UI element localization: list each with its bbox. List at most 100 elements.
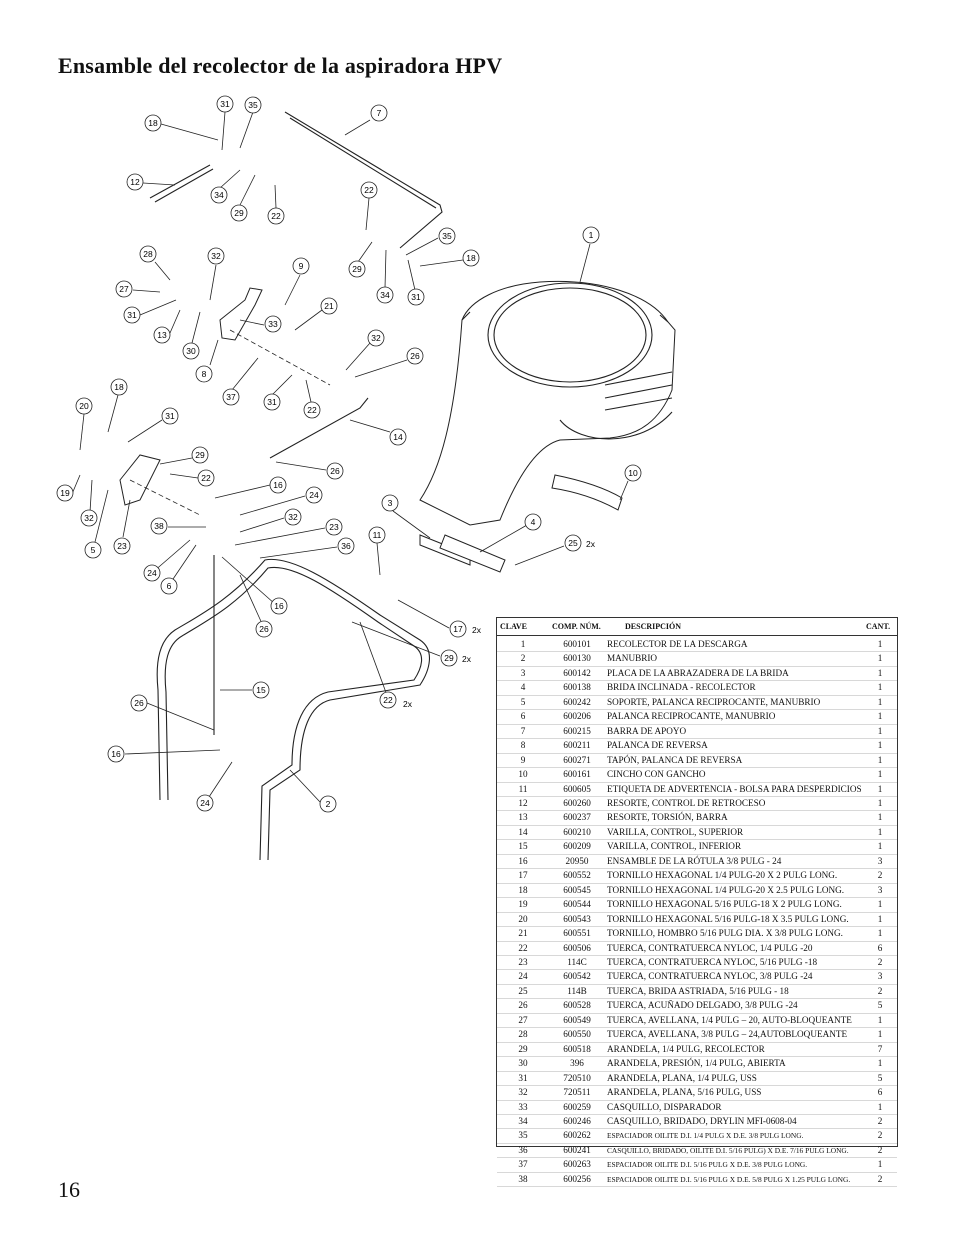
cell-key: 4 <box>497 680 549 696</box>
callout: 23 <box>117 541 127 551</box>
callout: 6 <box>167 581 172 591</box>
cell-quantity: 6 <box>863 941 897 956</box>
cell-quantity: 2 <box>863 1143 897 1159</box>
callout: 25 <box>568 538 578 548</box>
cell-part-number: 600545 <box>549 883 605 899</box>
cell-quantity: 3 <box>863 854 897 870</box>
cell-description: RESORTE, TORSIÓN, BARRA <box>605 810 863 826</box>
cell-part-number: 600551 <box>549 926 605 942</box>
cell-part-number: 600542 <box>549 969 605 985</box>
callout: 24 <box>309 490 319 500</box>
callout: 23 <box>329 522 339 532</box>
callout: 16 <box>273 480 283 490</box>
cell-quantity: 6 <box>863 1085 897 1101</box>
cell-description: ARANDELA, PLANA, 1/4 PULG, USS <box>605 1071 863 1087</box>
callout: 24 <box>200 798 210 808</box>
cell-key: 36 <box>497 1143 549 1159</box>
cell-description: TUERCA, BRIDA ASTRIADA, 5/16 PULG - 18 <box>605 984 863 1000</box>
cell-part-number: 600130 <box>549 651 605 667</box>
table-header-row: CLAVE COMP. NÚM. DESCRIPCIÓN CANT. <box>497 618 897 636</box>
callout: 22 <box>271 211 281 221</box>
cell-description: CINCHO CON GANCHO <box>605 767 863 783</box>
cell-description: PALANCA DE REVERSA <box>605 738 863 754</box>
cell-part-number: 600544 <box>549 897 605 913</box>
cell-description: CASQUILLO, BRIDADO, DRYLIN MFI-0608-04 <box>605 1114 863 1130</box>
cell-description: TORNILLO HEXAGONAL 5/16 PULG-18 X 2 PULG… <box>605 897 863 913</box>
callout: 10 <box>628 468 638 478</box>
callout: 32 <box>288 512 298 522</box>
callout: 32 <box>211 251 221 261</box>
cell-description: BARRA DE APOYO <box>605 724 863 740</box>
cell-key: 26 <box>497 998 549 1014</box>
cell-description: ESPACIADOR OILITE D.I. 5/16 PULG X D.E. … <box>605 1172 863 1188</box>
cell-part-number: 114B <box>549 984 605 1000</box>
cell-description: TUERCA, AVELLANA, 1/4 PULG – 20, AUTO-BL… <box>605 1013 863 1029</box>
callout: 16 <box>274 601 284 611</box>
callout: 35 <box>248 100 258 110</box>
cell-part-number: 600138 <box>549 680 605 696</box>
cell-key: 10 <box>497 767 549 783</box>
callout: 17 <box>453 624 463 634</box>
cell-key: 35 <box>497 1128 549 1144</box>
callout: 34 <box>214 190 224 200</box>
cell-description: TUERCA, ACUÑADO DELGADO, 3/8 PULG -24 <box>605 998 863 1014</box>
cell-key: 22 <box>497 941 549 956</box>
cell-quantity: 2 <box>863 984 897 1000</box>
cell-key: 11 <box>497 782 549 798</box>
exploded-diagram: 31 35 7 18 12 34 29 22 22 29 34 31 35 18… <box>56 95 676 861</box>
cell-part-number: 600552 <box>549 868 605 884</box>
reverse-lever-shape <box>219 287 263 341</box>
cell-key: 6 <box>497 709 549 725</box>
callout: 32 <box>371 333 381 343</box>
cell-quantity: 3 <box>863 883 897 899</box>
callout: 20 <box>79 401 89 411</box>
cell-quantity: 1 <box>863 695 897 711</box>
cell-quantity: 2 <box>863 1172 897 1188</box>
callout: 29 <box>195 450 205 460</box>
cell-key: 5 <box>497 695 549 711</box>
callout: 22 <box>383 695 393 705</box>
cell-quantity: 7 <box>863 1042 897 1058</box>
callout: 21 <box>324 301 334 311</box>
cell-quantity: 1 <box>863 825 897 841</box>
cell-description: PLACA DE LA ABRAZADERA DE LA BRIDA <box>605 666 863 682</box>
cell-part-number: 600256 <box>549 1172 605 1188</box>
cell-quantity: 2 <box>863 868 897 884</box>
cell-key: 27 <box>497 1013 549 1029</box>
cell-description: ARANDELA, 1/4 PULG, RECOLECTOR <box>605 1042 863 1058</box>
cell-description: CASQUILLO, DISPARADOR <box>605 1100 863 1115</box>
callout: 26 <box>259 624 269 634</box>
cell-key: 30 <box>497 1056 549 1072</box>
multiplier-label: 2x <box>472 625 482 635</box>
cell-quantity: 1 <box>863 767 897 783</box>
cell-description: RESORTE, CONTROL DE RETROCESO <box>605 796 863 812</box>
cell-key: 12 <box>497 796 549 812</box>
header-description: DESCRIPCIÓN <box>605 618 863 636</box>
bracket-shape <box>119 454 161 506</box>
cell-key: 3 <box>497 666 549 682</box>
cell-key: 2 <box>497 651 549 667</box>
cell-description: ARANDELA, PRESIÓN, 1/4 PULG, ABIERTA <box>605 1056 863 1072</box>
callout: 3 <box>388 498 393 508</box>
cell-quantity: 1 <box>863 651 897 667</box>
callout: 18 <box>466 253 476 263</box>
page-number: 16 <box>58 1177 80 1202</box>
callout: 9 <box>299 261 304 271</box>
cell-key: 14 <box>497 825 549 841</box>
multiplier-label: 2x <box>586 539 596 549</box>
cell-description: TUERCA, CONTRATUERCA NYLOC, 5/16 PULG -1… <box>605 955 863 971</box>
